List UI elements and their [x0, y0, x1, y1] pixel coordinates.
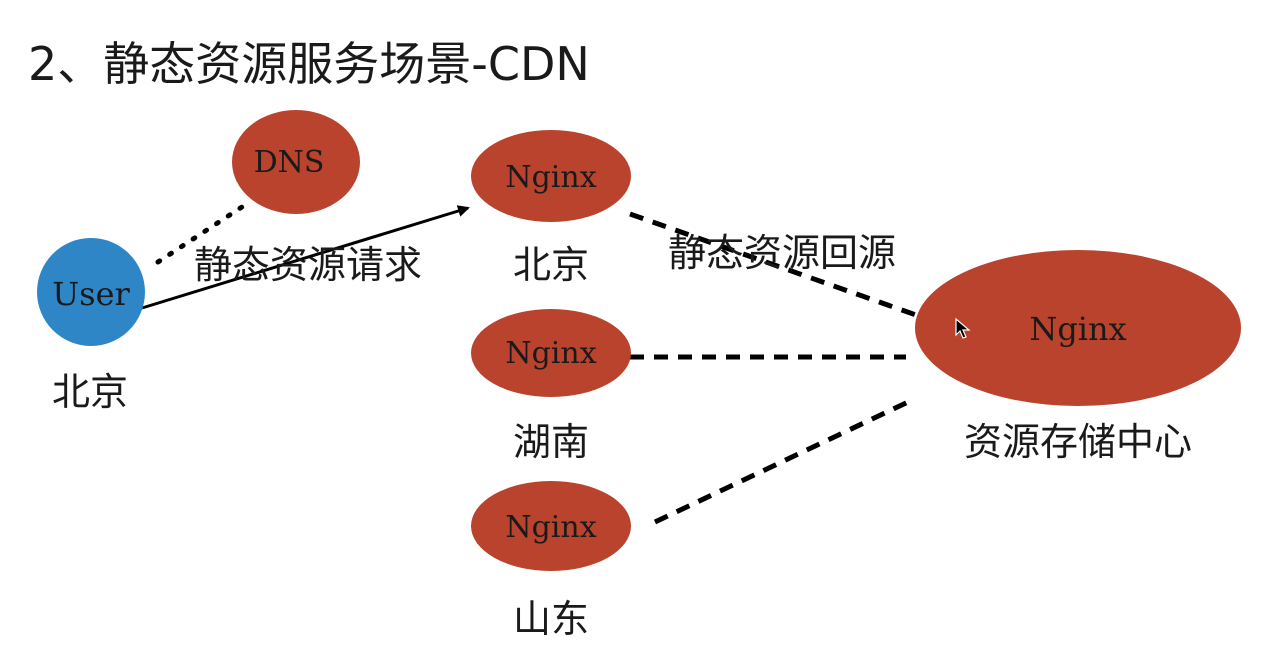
nginx-shandong-node: Nginx: [471, 481, 631, 571]
nginx-hunan-label: Nginx: [505, 336, 596, 371]
nginx-hunan-node: Nginx: [471, 309, 631, 397]
nginx-center-node: Nginx: [915, 250, 1241, 406]
dns-label: DNS: [254, 145, 325, 180]
request-edge-label: 静态资源请求: [194, 243, 422, 287]
user-label: User: [52, 275, 130, 313]
origin-edge-label: 静态资源回源: [668, 231, 896, 275]
origin-edge-shandong: [653, 399, 910, 525]
nginx-hunan-caption: 湖南: [513, 420, 589, 464]
user-node: User: [37, 238, 145, 346]
nginx-center-caption: 资源存储中心: [964, 420, 1192, 464]
user-dns-dotted-edge: [155, 202, 248, 265]
nginx-beijing-label: Nginx: [505, 160, 596, 195]
nginx-beijing-node: Nginx: [471, 130, 631, 222]
nginx-shandong-label: Nginx: [505, 510, 596, 545]
mouse-pointer-icon: [955, 318, 971, 339]
nginx-center-label: Nginx: [1029, 310, 1126, 348]
request-arrow: [141, 205, 470, 310]
slide-title: 2、静态资源服务场景-CDN: [28, 37, 590, 91]
nginx-beijing-caption: 北京: [513, 243, 589, 287]
nginx-shandong-caption: 山东: [513, 597, 589, 641]
user-caption: 北京: [52, 370, 128, 414]
dns-node: DNS: [232, 110, 360, 214]
origin-edge-beijing: [629, 211, 917, 318]
